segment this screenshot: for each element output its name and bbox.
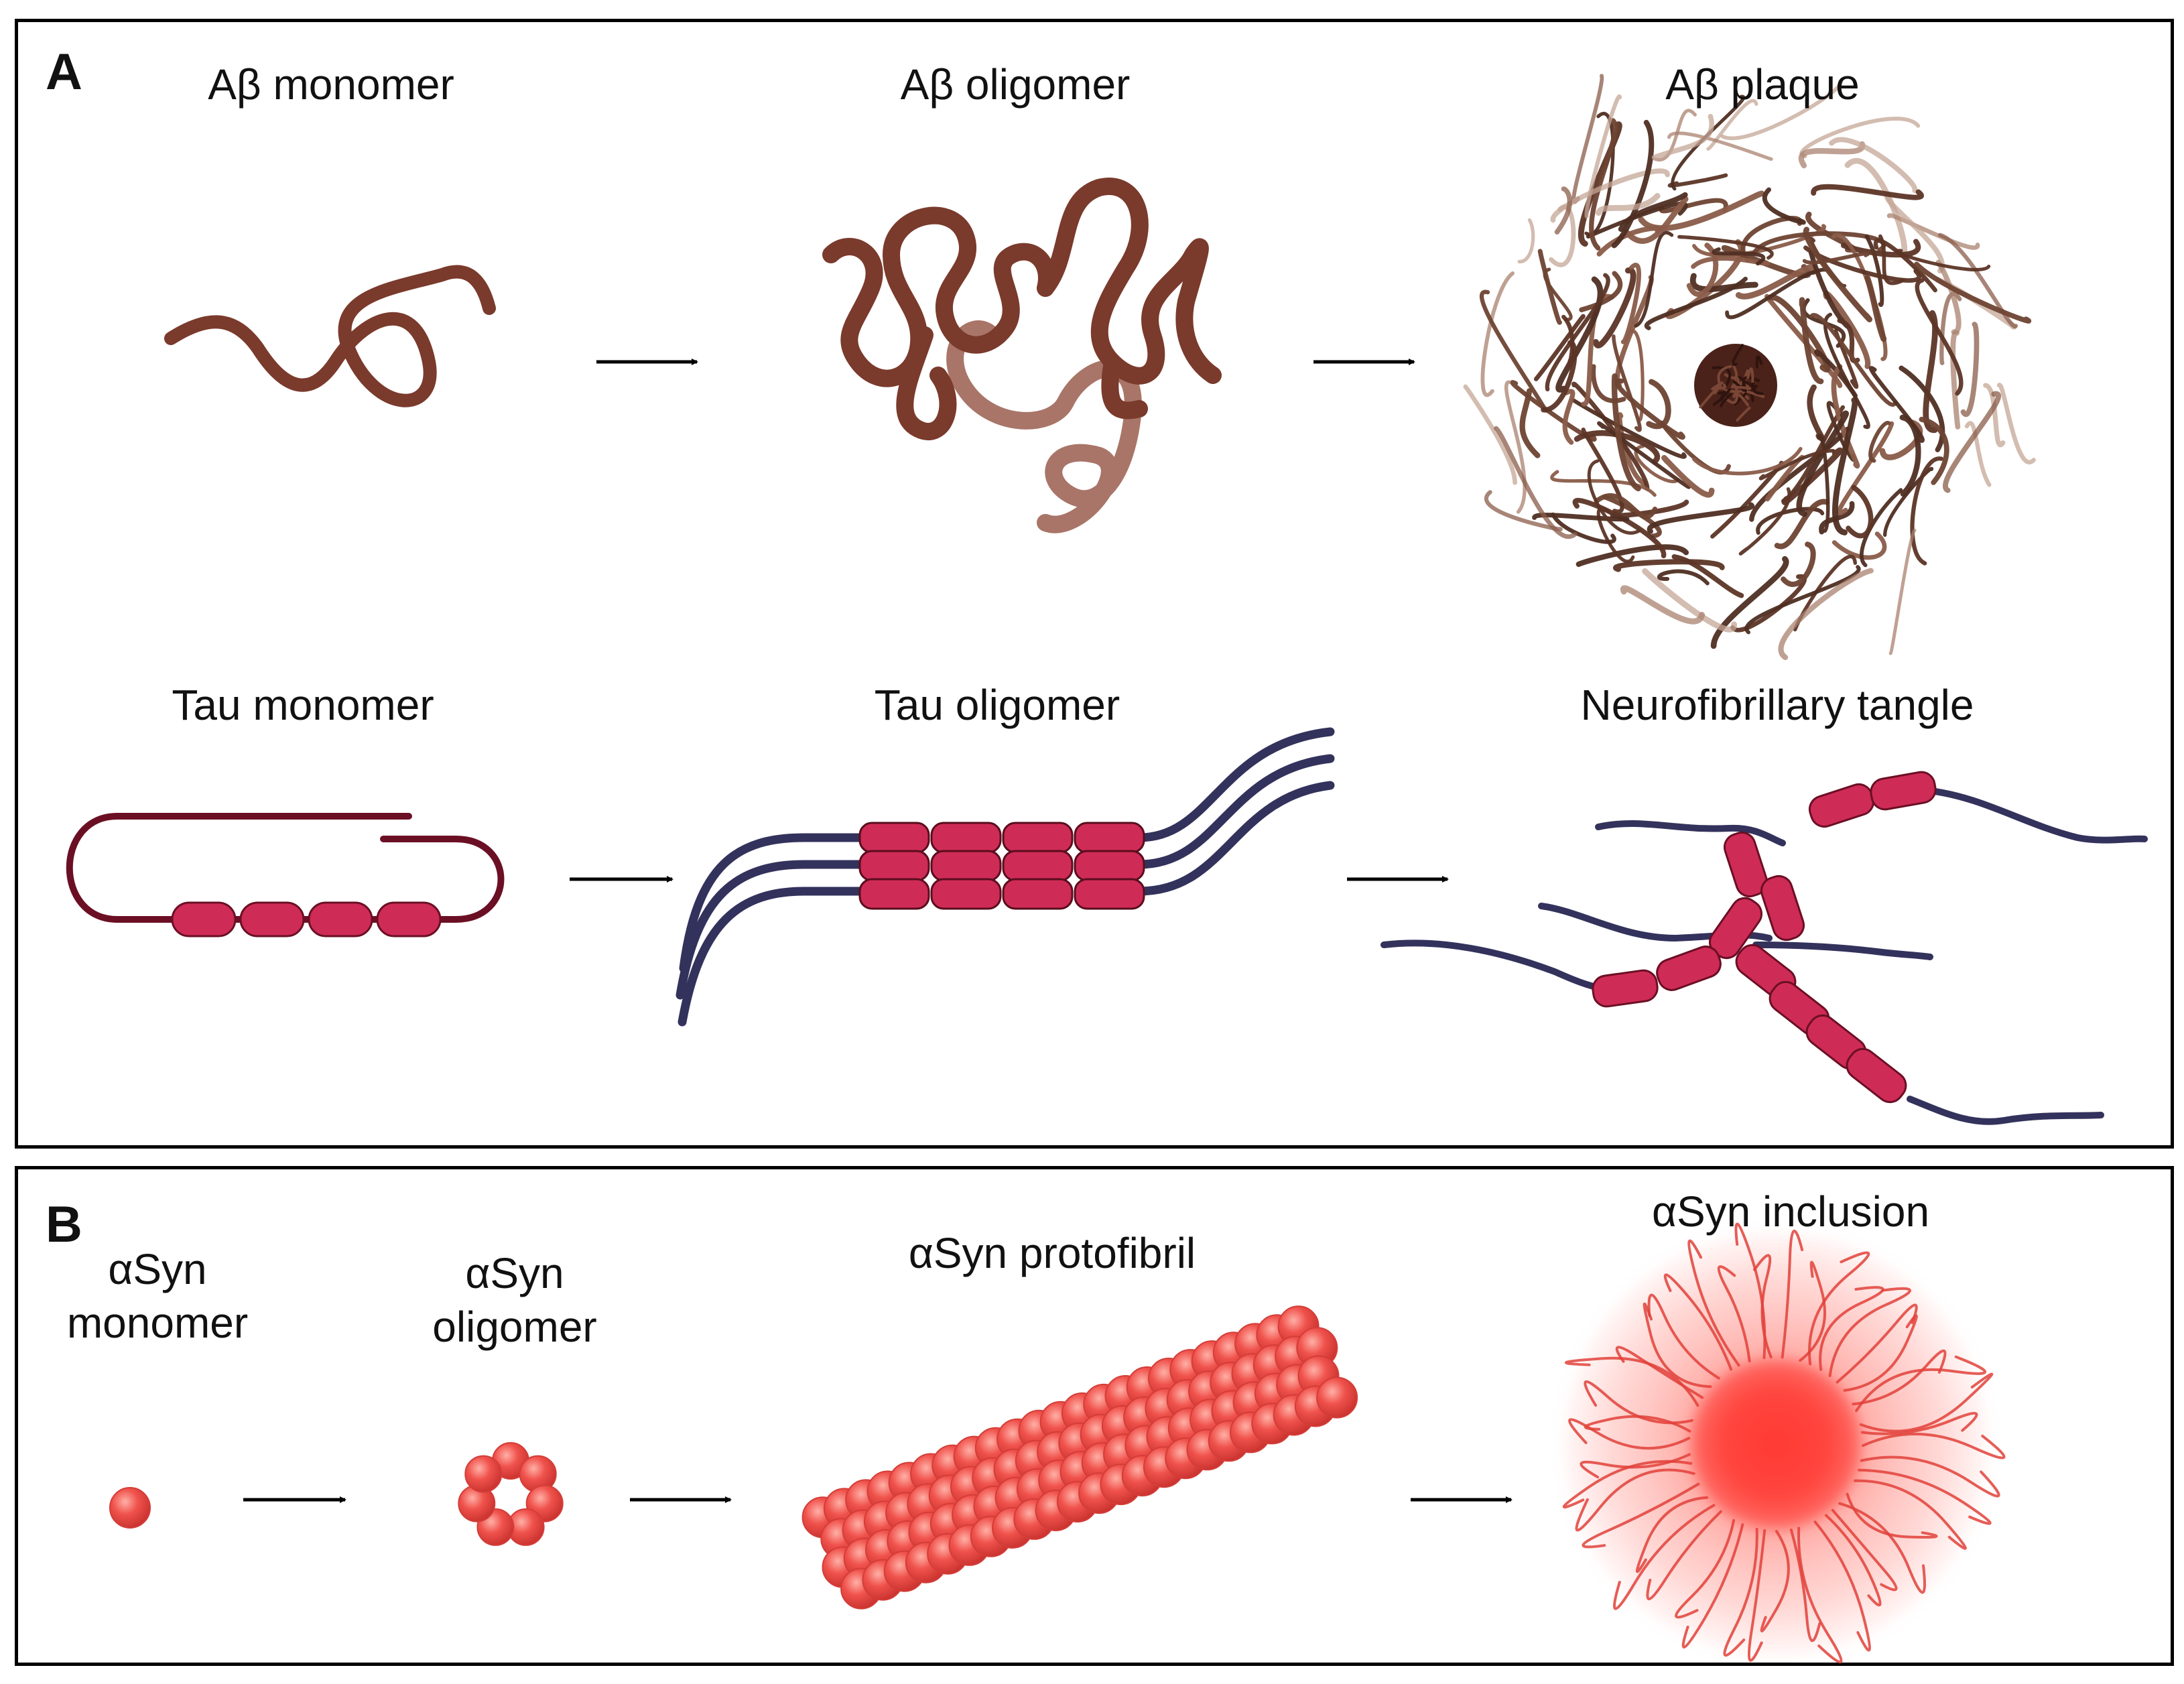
panel-b-letter: B — [46, 1196, 82, 1253]
asyn-protofibril-label: αSyn protofibril — [908, 1229, 1196, 1277]
asyn-oligomer — [458, 1442, 564, 1546]
arrow-right-icon — [243, 359, 1513, 1503]
abeta-oligomer — [822, 178, 1222, 533]
panel-a — [15, 19, 2174, 1149]
asyn-inclusion — [1562, 1222, 2006, 1664]
asyn-monomer — [109, 1487, 151, 1529]
abeta-plaque — [1463, 74, 2036, 661]
tau-oligomer-label: Tau oligomer — [874, 681, 1120, 729]
abeta-oligomer-label: Aβ oligomer — [900, 60, 1131, 109]
asyn-oligomer-label: αSyn oligomer — [432, 1249, 597, 1351]
asyn-inclusion-label: αSyn inclusion — [1651, 1187, 1930, 1236]
asyn-protofibril — [801, 1305, 1358, 1610]
abeta-monomer-label: Aβ monomer — [208, 60, 454, 109]
asyn-monomer-label: αSyn monomer — [66, 1245, 249, 1347]
abeta-plaque-label: Aβ plaque — [1665, 60, 1860, 109]
abeta-monomer — [164, 265, 496, 407]
panel-a-letter: A — [46, 44, 82, 101]
tau-monomer-label: Tau monomer — [172, 681, 434, 729]
tau-oligomer — [676, 727, 1335, 1027]
neurofibrillary-tangle — [1380, 771, 2148, 1125]
tangle-label: Neurofibrillary tangle — [1580, 681, 1974, 729]
tau-monomer — [66, 813, 505, 937]
